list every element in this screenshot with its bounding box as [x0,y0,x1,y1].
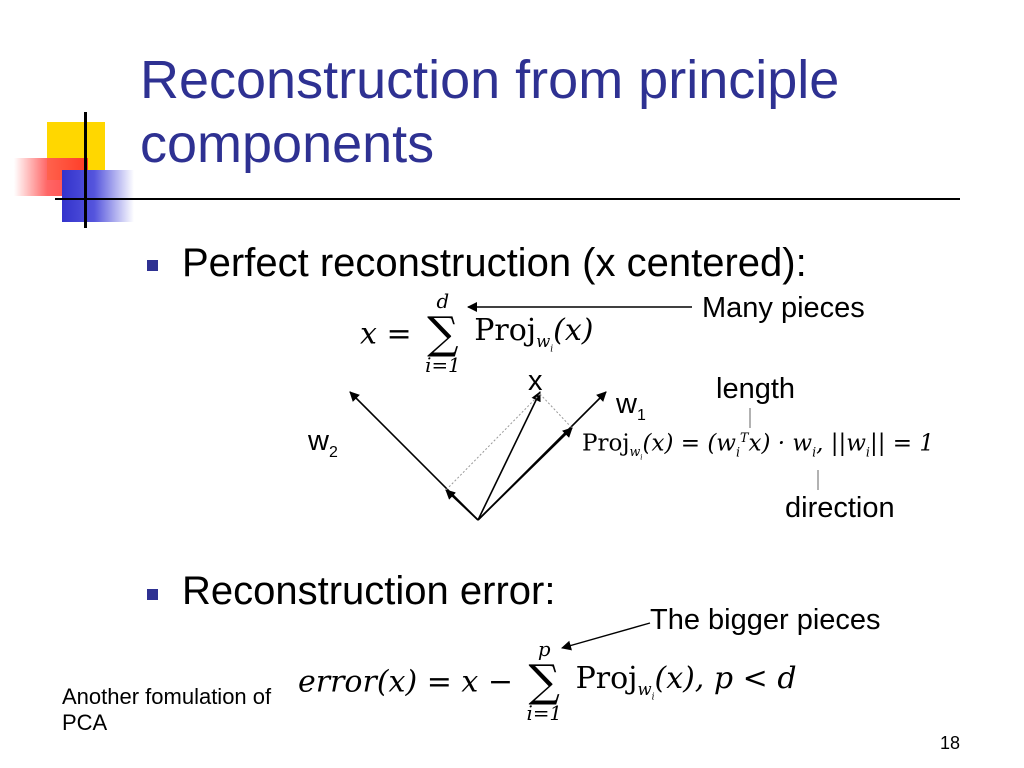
eq1-proj: Proj [474,313,537,349]
projection-on-w2 [445,489,479,521]
eq1-sum-top: d [436,290,450,313]
eq2-part-c: x) · w [748,430,813,457]
eq2-sup-t: T [740,430,749,445]
page-number: 18 [940,733,961,753]
bullet-reconstruction-error: Reconstruction error: [182,569,556,613]
note-another-formulation: Another fomulation of PCA [62,684,272,735]
slide-title: Reconstruction from principle components [140,50,840,174]
eq1-lhs: x = [360,316,412,352]
decor-vertical-line [84,112,87,228]
eq3-sum-bottom: i=1 [526,701,563,725]
eq3-sum: p ∑ i=1 [527,640,563,724]
annotation-bigger-pieces: The bigger pieces [650,604,881,636]
w1-sub: 1 [636,406,646,424]
equation-reconstruction-error: error(x) = x − p ∑ i=1 Projwi(x), p < d [298,638,797,725]
diagram-label-x: x [528,365,543,397]
w2-sub: 2 [328,443,338,461]
vector-w2 [349,391,479,521]
eq3-arg: (x), [654,661,705,697]
eq3-lhs: error(x) = x − [298,664,513,700]
bullet-marker [147,260,158,271]
sigma-symbol: ∑ [427,307,459,359]
decor-blue-square [62,170,134,222]
w1-base: w [616,388,637,420]
projection-on-w1 [477,427,573,521]
eq3-tail: p < d [713,661,797,697]
eq1-arg: (x) [553,313,594,349]
annotation-direction: direction [785,492,895,524]
sigma-symbol: ∑ [528,655,560,707]
eq2-part-b: (x) = (w [642,430,736,457]
eq3-sum-top: p [537,638,551,661]
diagram-label-w2: w2 [308,424,338,470]
eq1-proj-w: w [536,332,551,352]
bullet-marker [147,589,158,600]
w2-base: w [308,425,329,457]
vector-x [477,391,541,521]
eq3-proj: Proj [575,661,638,697]
annotation-many-pieces: Many pieces [702,292,865,324]
eq2-proj: Proj [582,430,630,457]
equation-perfect-reconstruction: x = d ∑ i=1 Projwi(x) [360,292,593,376]
eq2-part-d: , ||w [816,430,866,457]
eq1-proj-i: i [550,344,554,355]
annotation-length: length [716,373,796,405]
diagram-label-w1: w1 [616,387,646,433]
bullet-perfect-reconstruction: Perfect reconstruction (x centered): [182,241,807,285]
title-rule [55,198,960,200]
eq1-sum-bottom: i=1 [425,353,461,377]
eq1-sum: d ∑ i=1 [425,292,461,376]
equation-projection: Projwi(x) = (wiTx) · wi, ||wi|| = 1 [582,430,934,462]
guide-line-w1 [539,393,573,429]
eq2-part-e: || = 1 [869,430,934,457]
eq2-sub-i: i [736,444,741,460]
guide-line-w2 [445,393,541,491]
